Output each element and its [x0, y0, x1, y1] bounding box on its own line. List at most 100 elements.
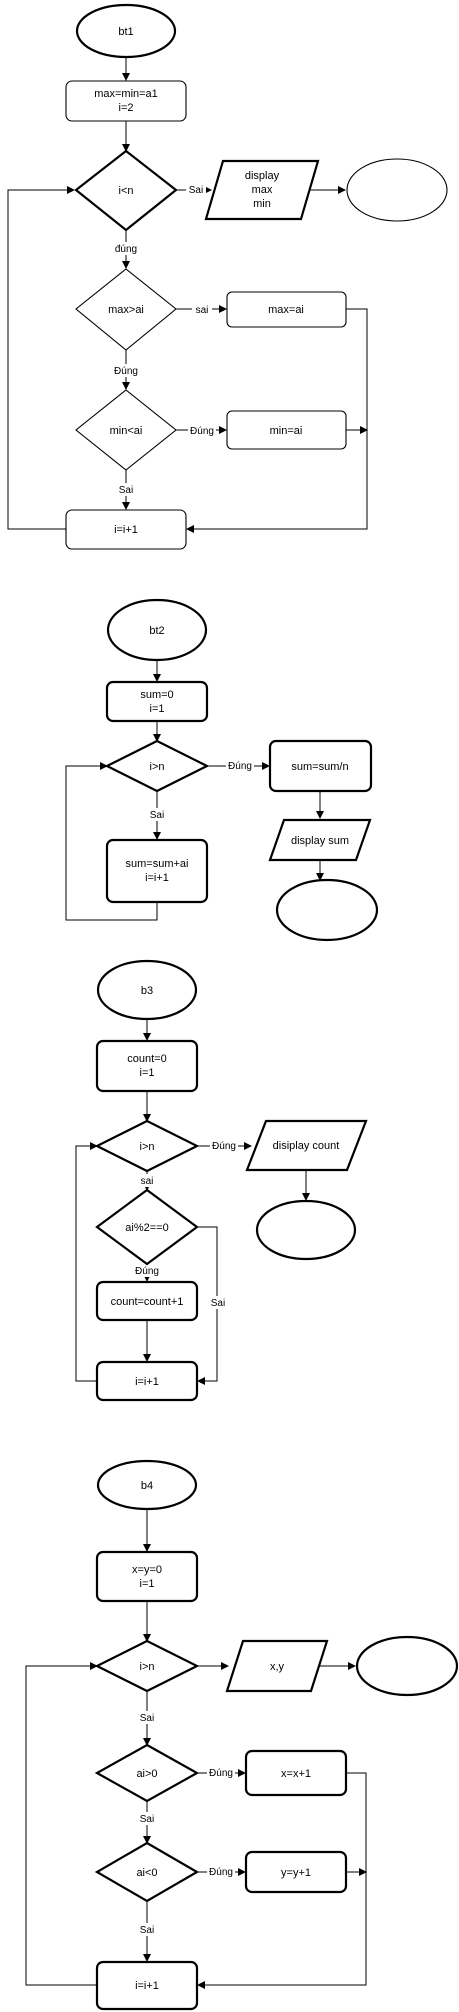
- flowchart-b4: Sai Đúng Sai Đúng Sai b4 x=y=0 i=1 i>n x…: [25, 1459, 459, 2011]
- edge-label-sai: Sai: [140, 1713, 154, 1724]
- end-node: [275, 878, 379, 942]
- min-condition-label: min<ai: [110, 425, 143, 437]
- assign-max-label: max=ai: [268, 304, 304, 316]
- edge-label-dung: Đúng: [114, 366, 138, 377]
- edge-label-sai: Sai: [140, 1925, 154, 1936]
- increment-label: i=i+1: [135, 1980, 159, 1992]
- loop-condition: [74, 149, 178, 232]
- edge-label-dung: Đúng: [209, 1867, 233, 1878]
- assign-max-process: [226, 291, 347, 328]
- init-line-1: x=y=0: [132, 1564, 162, 1576]
- loop-condition: [104, 739, 210, 793]
- output-label: x,y: [270, 1661, 285, 1673]
- output-parallelogram: [225, 1639, 329, 1693]
- output-line-1: display: [245, 170, 280, 182]
- start-node: [96, 1459, 198, 1511]
- assign-x-label: x=x+1: [281, 1768, 311, 1780]
- flowchart-b3: Đúng sai Đúng Sai b3 count=0 i=1 i>n dis…: [75, 959, 368, 1402]
- edge-increment-to-loop: [25, 1662, 98, 1986]
- increment-process: [95, 1960, 199, 2011]
- init-line-2: i=1: [140, 1067, 155, 1079]
- loop-condition-label: i>n: [150, 761, 165, 773]
- output-parallelogram: [204, 159, 320, 221]
- edge-label-dung: Đúng: [228, 761, 252, 772]
- init-line-2: i=2: [119, 102, 134, 114]
- edge-label-dung: đúng: [115, 244, 137, 255]
- positive-condition-label: ai>0: [136, 1768, 157, 1780]
- init-line-1: max=min=a1: [94, 88, 158, 100]
- increment-label: i=i+1: [135, 1376, 159, 1388]
- edge-increment-to-loop: [7, 186, 75, 530]
- loop-condition: [94, 1639, 200, 1693]
- negative-condition-label: ai<0: [136, 1867, 157, 1879]
- edge-increment-to-loop: [75, 1142, 98, 1382]
- increment-label: i=i+1: [114, 524, 138, 536]
- negative-condition: [94, 1841, 200, 1903]
- increment-process: [65, 509, 187, 550]
- output-line-2: max: [252, 184, 273, 196]
- count-process: [95, 1280, 199, 1322]
- init-process: [95, 1550, 199, 1603]
- assign-x-process: [244, 1749, 348, 1797]
- edge-label-dung: Đúng: [209, 1768, 233, 1779]
- edge-assignmax-to-increment: [186, 308, 368, 533]
- init-process: [95, 1039, 199, 1093]
- output-parallelogram: [268, 818, 372, 862]
- edge-label-dung: Đúng: [135, 1266, 159, 1277]
- even-condition-label: ai%2==0: [125, 1222, 168, 1234]
- init-line-1: sum=0: [140, 689, 173, 701]
- increment-process: [95, 1360, 199, 1402]
- init-line-1: count=0: [127, 1053, 166, 1065]
- max-condition-label: max>ai: [108, 304, 144, 316]
- loop-condition: [94, 1119, 200, 1173]
- body-line-2: i=i+1: [145, 872, 169, 884]
- assign-min-process: [226, 410, 347, 450]
- edge-label-sai: Sai: [211, 1298, 225, 1309]
- start-node: [96, 959, 198, 1021]
- count-label: count=count+1: [111, 1296, 184, 1308]
- edge-label-sai: sai: [196, 305, 209, 316]
- edge-label-sai: sai: [141, 1176, 154, 1187]
- start-node: [106, 598, 208, 662]
- start-label: bt2: [149, 625, 164, 637]
- flowchart-bt1: Sai đúng sai Đúng Đúng Sai bt1 max=min=a…: [7, 3, 448, 550]
- init-line-2: i=1: [140, 1578, 155, 1590]
- edge-label-dung: Đúng: [190, 426, 214, 437]
- edge-label-sai: Sai: [189, 185, 203, 196]
- assign-y-process: [244, 1850, 348, 1894]
- min-condition: [75, 389, 177, 471]
- output-parallelogram: [245, 1119, 368, 1172]
- assign-min-label: min=ai: [270, 425, 303, 437]
- positive-condition: [94, 1743, 200, 1803]
- average-label: sum=sum/n: [291, 761, 348, 773]
- end-node: [346, 158, 448, 222]
- end-node: [255, 1199, 357, 1261]
- init-process: [105, 680, 209, 723]
- loop-condition-label: i<n: [119, 185, 134, 197]
- start-label: b3: [141, 985, 153, 997]
- assign-y-label: y=y+1: [281, 1867, 311, 1879]
- edge-label-dung: Đúng: [212, 1141, 236, 1152]
- edge-label-sai: Sai: [150, 810, 164, 821]
- start-label: bt1: [118, 26, 133, 38]
- loop-condition-label: i>n: [140, 1141, 155, 1153]
- output-label: disiplay count: [273, 1140, 340, 1152]
- loop-condition-label: i>n: [140, 1661, 155, 1673]
- init-process: [65, 80, 187, 122]
- output-label: display sum: [291, 835, 349, 847]
- edge-label-sai: Sai: [140, 1814, 154, 1825]
- start-node: [75, 3, 177, 59]
- output-line-3: min: [253, 198, 271, 210]
- init-line-2: i=1: [150, 703, 165, 715]
- edge-label-sai: Sai: [119, 485, 133, 496]
- edge-assignx-to-increment: [197, 1772, 367, 1989]
- max-condition: [75, 268, 177, 351]
- end-node: [355, 1635, 459, 1697]
- body-line-1: sum=sum+ai: [126, 858, 189, 870]
- even-condition: [95, 1188, 199, 1266]
- average-process: [268, 739, 373, 793]
- edge-body-to-loop: [65, 762, 158, 921]
- flowchart-bt2: Đúng Sai bt2 sum=0 i=1 i>n sum=sum/n dis…: [65, 598, 379, 942]
- sum-body-process: [105, 838, 209, 904]
